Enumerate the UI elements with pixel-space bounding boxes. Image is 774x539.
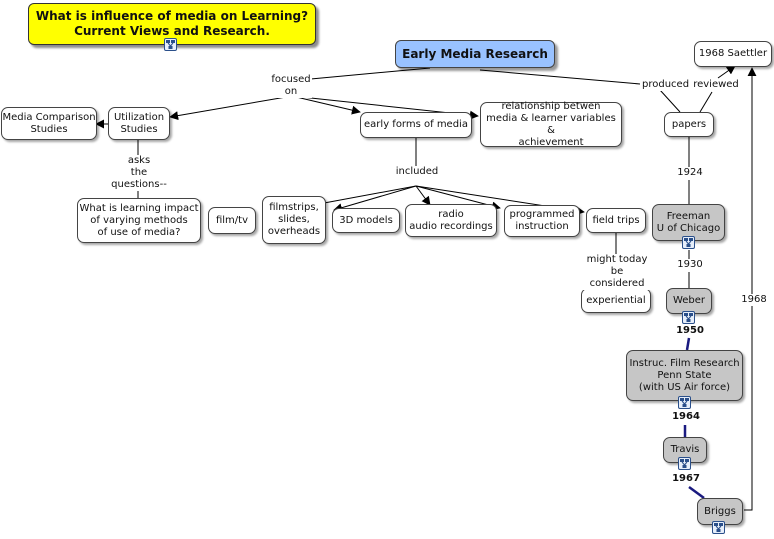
saettler-node[interactable]: 1968 Saettler: [694, 41, 772, 67]
radio-node[interactable]: radio audio recordings: [405, 204, 497, 237]
year-1930-label: 1930: [675, 259, 705, 271]
weber-node[interactable]: Weber: [666, 288, 712, 314]
asks-the-questions-label: asks the questions--: [108, 155, 170, 191]
travis-node[interactable]: Travis: [663, 437, 707, 463]
concept-map-icon[interactable]: [678, 457, 691, 470]
year-1950-label: 1950: [674, 325, 706, 337]
year-1968-label: 1968: [739, 294, 769, 306]
relationship-node[interactable]: relationship betwen media & learner vari…: [480, 101, 622, 148]
programmed-instruction-node[interactable]: programmed instruction: [504, 205, 580, 237]
instruc-film-research-node[interactable]: Instruc. Film Research Penn State (with …: [626, 350, 743, 401]
focused-on-label: focused on: [270, 74, 312, 98]
field-trips-node[interactable]: field trips: [586, 208, 646, 233]
question-node[interactable]: What is learning impact of varying metho…: [77, 198, 201, 243]
concept-map-icon[interactable]: [164, 38, 177, 51]
might-today-label: might today be considered: [582, 254, 652, 290]
concept-map-icon[interactable]: [682, 236, 695, 249]
early-forms-node[interactable]: early forms of media: [360, 112, 472, 138]
utilization-studies-node[interactable]: Utilization Studies: [108, 107, 170, 140]
reviewed-label: reviewed: [692, 79, 740, 91]
concept-map-icon[interactable]: [712, 521, 725, 534]
experiential-node[interactable]: experiential: [581, 288, 651, 313]
included-label: included: [394, 166, 440, 178]
year-1924-label: 1924: [675, 167, 705, 179]
produced-label: produced: [641, 79, 690, 91]
filmstrips-node[interactable]: filmstrips, slides, overheads: [262, 196, 326, 244]
papers-node[interactable]: papers: [664, 112, 714, 137]
concept-map-icon[interactable]: [678, 396, 691, 409]
map-title: What is influence of media on Learning? …: [28, 3, 316, 45]
freeman-node[interactable]: Freeman U of Chicago: [652, 204, 725, 241]
media-comparison-node[interactable]: Media Comparison Studies: [1, 107, 97, 140]
3d-models-node[interactable]: 3D models: [332, 208, 400, 233]
concept-map-icon[interactable]: [682, 311, 695, 324]
year-1964-label: 1964: [670, 411, 702, 423]
early-media-research-node[interactable]: Early Media Research: [395, 40, 555, 68]
film-tv-node[interactable]: film/tv: [208, 207, 256, 234]
year-1967-label: 1967: [670, 473, 702, 485]
